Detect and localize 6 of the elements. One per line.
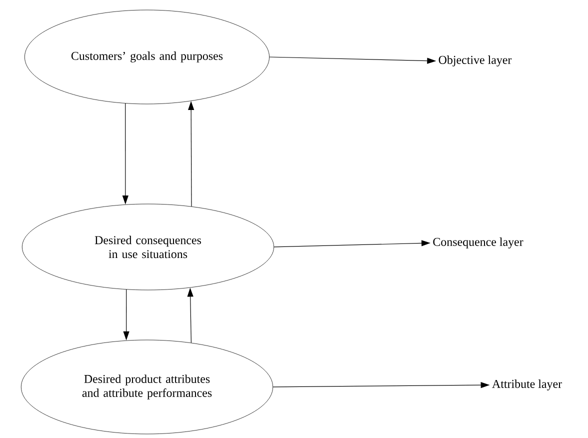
ellipse-node: Customers’ goals and purposes	[24, 10, 270, 104]
ellipse-node: Desired product attributes and attribute performances	[20, 340, 274, 434]
layer-label: Consequence layer	[433, 238, 524, 248]
layer-label: Objective layer	[438, 56, 512, 66]
layer-label: Attribute layer	[492, 380, 562, 390]
ellipse-node: Desired consequences in use situations	[22, 204, 274, 290]
